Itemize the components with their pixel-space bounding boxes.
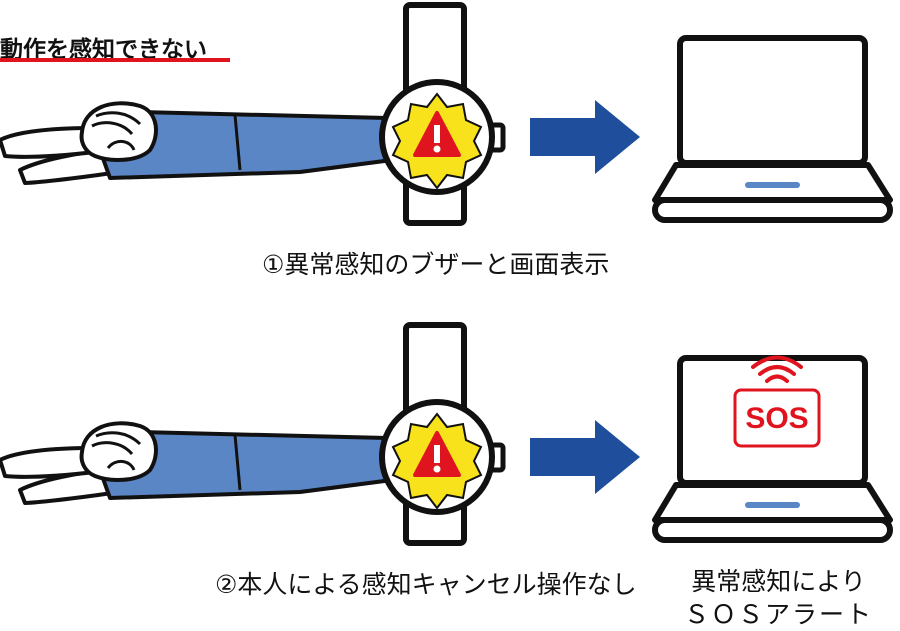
sos-text: SOS xyxy=(745,402,808,435)
scene2-arrow-icon xyxy=(530,420,640,494)
heading-underline xyxy=(0,58,230,62)
scene1-arrow-icon xyxy=(530,100,640,174)
scene1-person xyxy=(0,101,394,185)
sos-signal-icon xyxy=(751,355,803,383)
caption-no-cancel-operation: ②本人による感知キャンセル操作なし xyxy=(215,570,637,599)
scene2-laptop-icon xyxy=(655,358,890,540)
scene1-smartwatch-warning-icon xyxy=(382,5,503,223)
scene2-smartwatch-warning-icon xyxy=(382,325,503,543)
caption-sos-alert: 異常感知により ＳＯＳアラート xyxy=(684,565,873,631)
scene2-person xyxy=(0,421,394,505)
caption-buzzer-and-screen-display: ①異常感知のブザーと画面表示 xyxy=(262,250,610,279)
caption-sos-alert-line1: 異常感知により xyxy=(691,567,866,596)
caption-sos-alert-line2: ＳＯＳアラート xyxy=(684,600,874,629)
scene1-laptop-icon xyxy=(655,38,890,220)
sos-badge xyxy=(733,388,821,448)
